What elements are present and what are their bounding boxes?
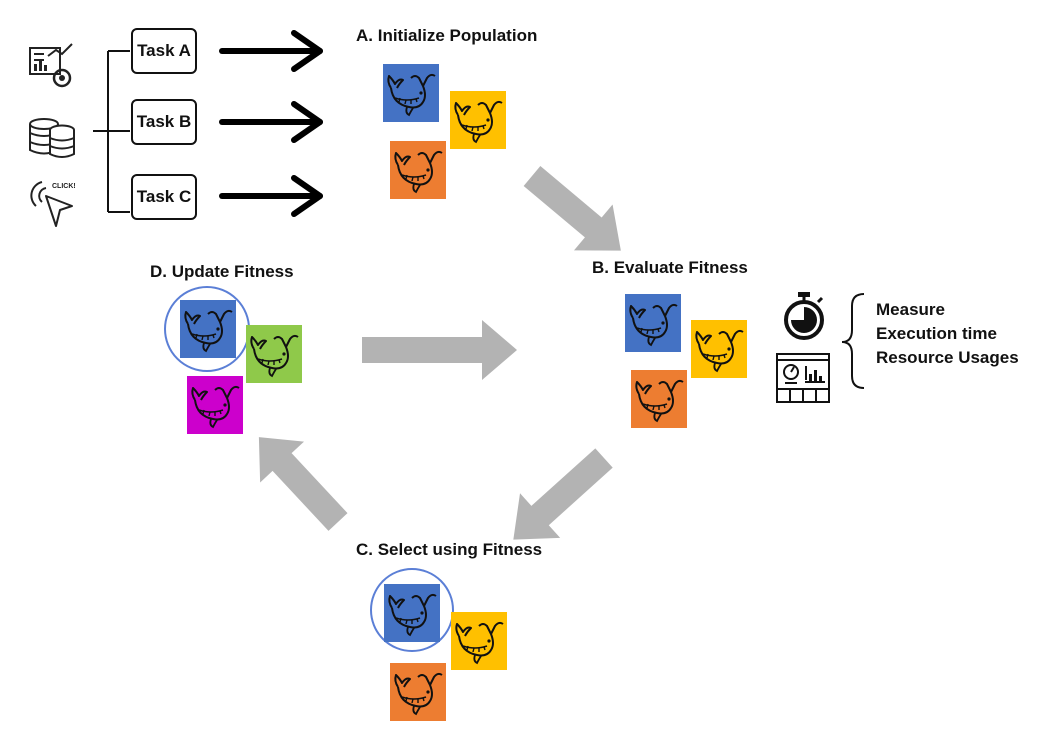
whale-tile-blue bbox=[383, 64, 439, 122]
whale-tile-blue bbox=[180, 300, 236, 358]
task-arrow-b bbox=[219, 101, 323, 143]
whale-icon bbox=[631, 370, 687, 428]
whale-tile-blue bbox=[625, 294, 681, 352]
whale-icon bbox=[187, 376, 243, 434]
whale-icon bbox=[384, 584, 440, 642]
arrow-init-to-evaluate bbox=[523, 166, 621, 251]
metric-line-execution-time: Execution time bbox=[876, 324, 997, 343]
step-a-label: A. Initialize Population bbox=[356, 26, 538, 45]
whale-tile-green bbox=[246, 325, 302, 383]
whale-icon bbox=[180, 300, 236, 358]
task-a-box: Task A bbox=[131, 28, 197, 74]
stopwatch-icon bbox=[784, 292, 824, 340]
step-c-label: C. Select using Fitness bbox=[356, 540, 543, 559]
task-arrow-c bbox=[219, 175, 323, 217]
svg-text:CLICK!: CLICK! bbox=[52, 183, 76, 190]
whale-tile-yellow bbox=[451, 612, 507, 670]
arrow-evaluate-to-select bbox=[513, 448, 613, 540]
click-cursor-icon: CLICK! bbox=[30, 181, 76, 227]
step-b-label: B. Evaluate Fitness bbox=[592, 258, 748, 277]
whale-icon bbox=[691, 320, 747, 378]
whale-icon bbox=[383, 64, 439, 122]
whale-tile-yellow bbox=[450, 91, 506, 149]
metrics-brace bbox=[841, 293, 865, 389]
whale-tile-orange bbox=[631, 370, 687, 428]
arrow-update-to-evaluate bbox=[362, 320, 517, 380]
metric-line-resource-usages: Resource Usages bbox=[876, 348, 1019, 367]
selection-ring bbox=[370, 568, 454, 652]
task-c-box: Task C bbox=[131, 174, 197, 220]
task-arrow-a bbox=[219, 30, 323, 72]
task-bracket bbox=[93, 50, 130, 213]
whale-icon bbox=[450, 91, 506, 149]
metric-line-measure: Measure bbox=[876, 300, 945, 319]
whale-icon bbox=[625, 294, 681, 352]
database-icon bbox=[29, 118, 75, 158]
whale-icon bbox=[246, 325, 302, 383]
whale-tile-orange bbox=[390, 141, 446, 199]
step-d-label: D. Update Fitness bbox=[150, 262, 294, 281]
whale-tile-magenta bbox=[187, 376, 243, 434]
whale-icon bbox=[451, 612, 507, 670]
whale-tile-yellow bbox=[691, 320, 747, 378]
whale-icon bbox=[390, 663, 446, 721]
whale-tile-blue bbox=[384, 584, 440, 642]
task-b-box: Task B bbox=[131, 99, 197, 145]
whale-tile-orange bbox=[390, 663, 446, 721]
whale-icon bbox=[390, 141, 446, 199]
arrow-select-to-update bbox=[258, 437, 348, 531]
analytics-dashboard-icon bbox=[29, 43, 73, 88]
monitor-dashboard-icon bbox=[776, 353, 830, 403]
